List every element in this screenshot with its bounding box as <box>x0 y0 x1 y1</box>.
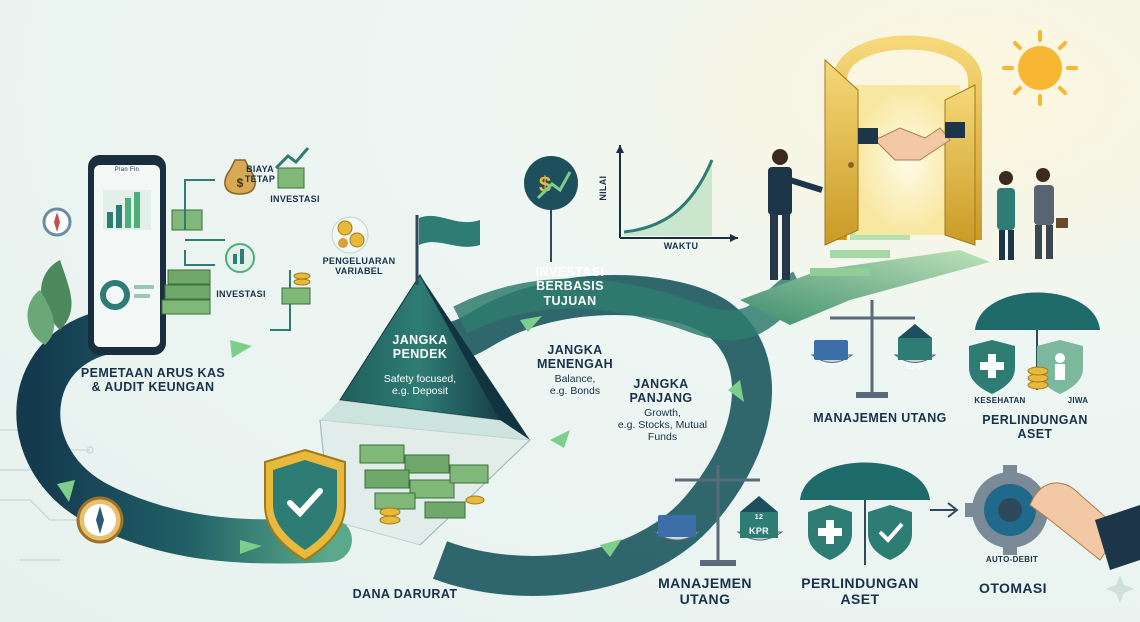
compass-icon-road <box>76 496 124 544</box>
label-pemetaan: PEMETAAN ARUS KAS & AUDIT KEUNGAN <box>80 366 226 395</box>
label-kpr-bottom: KPR <box>749 526 769 536</box>
dollar-growth-icon: $ <box>524 156 578 262</box>
phone-app-name: Plan Fin <box>114 167 140 173</box>
shield-icon <box>264 448 346 562</box>
person-icon <box>1034 168 1068 259</box>
label-biaya-tetap: BIAYA TETAP <box>244 164 276 185</box>
road-arrows <box>57 316 744 557</box>
label-perlindungan-aset-bottom: PERLINDUNGAN ASET <box>801 575 919 608</box>
leaf-icon <box>27 290 55 345</box>
umbrella-icon-bottom <box>800 462 930 565</box>
arrow-right-icon <box>930 502 959 518</box>
growth-chart-icon <box>274 147 310 189</box>
label-jangka-menengah: JANGKA MENENGAH <box>536 343 614 372</box>
line-chart-icon <box>616 145 738 242</box>
label-dana-darurat: DANA DARURAT <box>352 587 458 601</box>
umbrella-icon <box>969 292 1100 394</box>
desc-jangka-panjang: Growth, e.g. Stocks, Mutual Funds <box>617 407 708 444</box>
gear-icon <box>965 465 1055 555</box>
hand-icon <box>1029 482 1140 570</box>
label-jangka-pendek: JANGKA PENDEK <box>392 333 448 362</box>
label-manajemen-utang-bottom: MANAJEMEN UTANG <box>658 575 752 608</box>
label-manajemen-utang-right: MANAJEMEN UTANG <box>813 411 947 425</box>
desc-jangka-pendek: Safety focused, e.g. Deposit <box>383 373 457 398</box>
person-icon <box>997 171 1015 260</box>
desc-jangka-menengah: Balance, e.g. Bonds <box>549 373 601 398</box>
label-auto-debit: AUTO-DEBIT <box>985 555 1039 564</box>
scale-icon-bottom <box>653 465 784 566</box>
label-kpr-bottom-num: 12 <box>754 514 764 521</box>
svg-text:$: $ <box>539 172 551 197</box>
label-pengeluaran-variabel: PENGELUARAN VARIABEL <box>322 256 396 277</box>
label-jiwa: JIWA <box>1067 396 1089 405</box>
sparkle-icon <box>1106 575 1134 603</box>
axis-label-nilai: NILAI <box>597 175 608 201</box>
label-investasi-berbasis: INVESTASI BERBASIS TUJUAN <box>535 265 605 308</box>
money-bag-icon: $ <box>224 159 256 195</box>
flag-icon <box>415 215 480 285</box>
compass-icon <box>42 207 72 237</box>
cash-in-pyramid-icon <box>359 444 489 525</box>
scale-icon <box>810 300 937 398</box>
person-icon <box>768 149 823 280</box>
label-otomasi: OTOMASI <box>979 580 1047 596</box>
sun-icon <box>1002 30 1078 106</box>
label-investasi-top: INVESTASI <box>270 194 320 204</box>
svg-text:$: $ <box>237 176 244 190</box>
axis-label-waktu: WAKTU <box>663 241 699 251</box>
label-kesehatan: KESEHATAN <box>974 396 1026 405</box>
investment-chart-icon <box>225 243 255 273</box>
smartphone-icon <box>88 155 166 355</box>
label-perlindungan-aset-right: PERLINDUNGAN ASET <box>982 413 1088 442</box>
label-investasi-left: INVESTASI <box>216 289 266 299</box>
label-kpr-right: KPR <box>906 362 924 371</box>
handshake-icon <box>858 122 965 161</box>
label-jangka-panjang: JANGKA PANJANG <box>629 377 693 406</box>
cash-coins-icon <box>281 272 311 305</box>
coins-icon <box>331 216 369 254</box>
door-icon <box>824 35 982 246</box>
cash-stack-icon <box>161 209 211 315</box>
